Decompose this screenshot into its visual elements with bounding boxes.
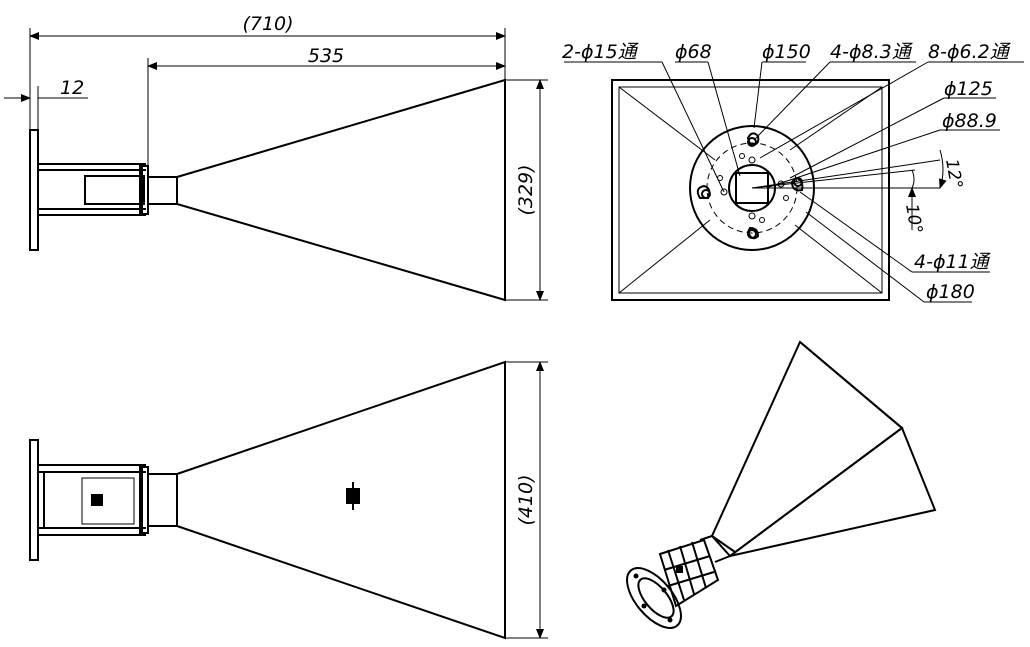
flange-plate <box>29 129 39 251</box>
callout-dia-68: ϕ68 <box>675 41 712 63</box>
callout-angle-12: 12° <box>941 157 966 190</box>
dim-flange-thickness: 12 <box>60 77 84 99</box>
mount-block <box>91 494 103 506</box>
callout-dia-88-9: ϕ88.9 <box>942 110 997 132</box>
dim-overall-length: (710) <box>242 13 293 35</box>
dim-aperture-width: (410) <box>515 474 537 525</box>
horn-side-profile <box>176 78 506 302</box>
callout-angle-10: 10° <box>901 202 926 235</box>
callout-holes-15: 2-ϕ15通 <box>562 41 640 63</box>
iso-flange-disk <box>626 567 682 629</box>
top-view <box>29 360 506 640</box>
callout-holes-11: 4-ϕ11通 <box>914 251 992 273</box>
side-view <box>29 78 506 302</box>
dim-horn-length: 535 <box>308 45 344 67</box>
front-view <box>611 79 890 301</box>
callout-holes-8-3: 4-ϕ8.3通 <box>830 41 914 63</box>
callout-dia-180: ϕ180 <box>926 281 975 303</box>
callout-holes-6-2: 8-ϕ6.2通 <box>928 41 1012 63</box>
isometric-view <box>626 340 937 629</box>
aperture-outline <box>611 79 890 301</box>
dim-aperture-height: (329) <box>515 164 537 215</box>
side-view-dimensions: (710) 535 12 (329) <box>4 13 548 301</box>
callout-dia-125: ϕ125 <box>944 78 993 100</box>
horn-top-profile <box>176 360 506 640</box>
top-view-dimensions: (410) <box>505 361 548 639</box>
front-view-callouts: 2-ϕ15通 ϕ68 ϕ150 4-ϕ8.3通 8-ϕ6.2通 ϕ125 ϕ88… <box>562 41 1024 303</box>
callout-dia-150: ϕ150 <box>762 41 811 63</box>
